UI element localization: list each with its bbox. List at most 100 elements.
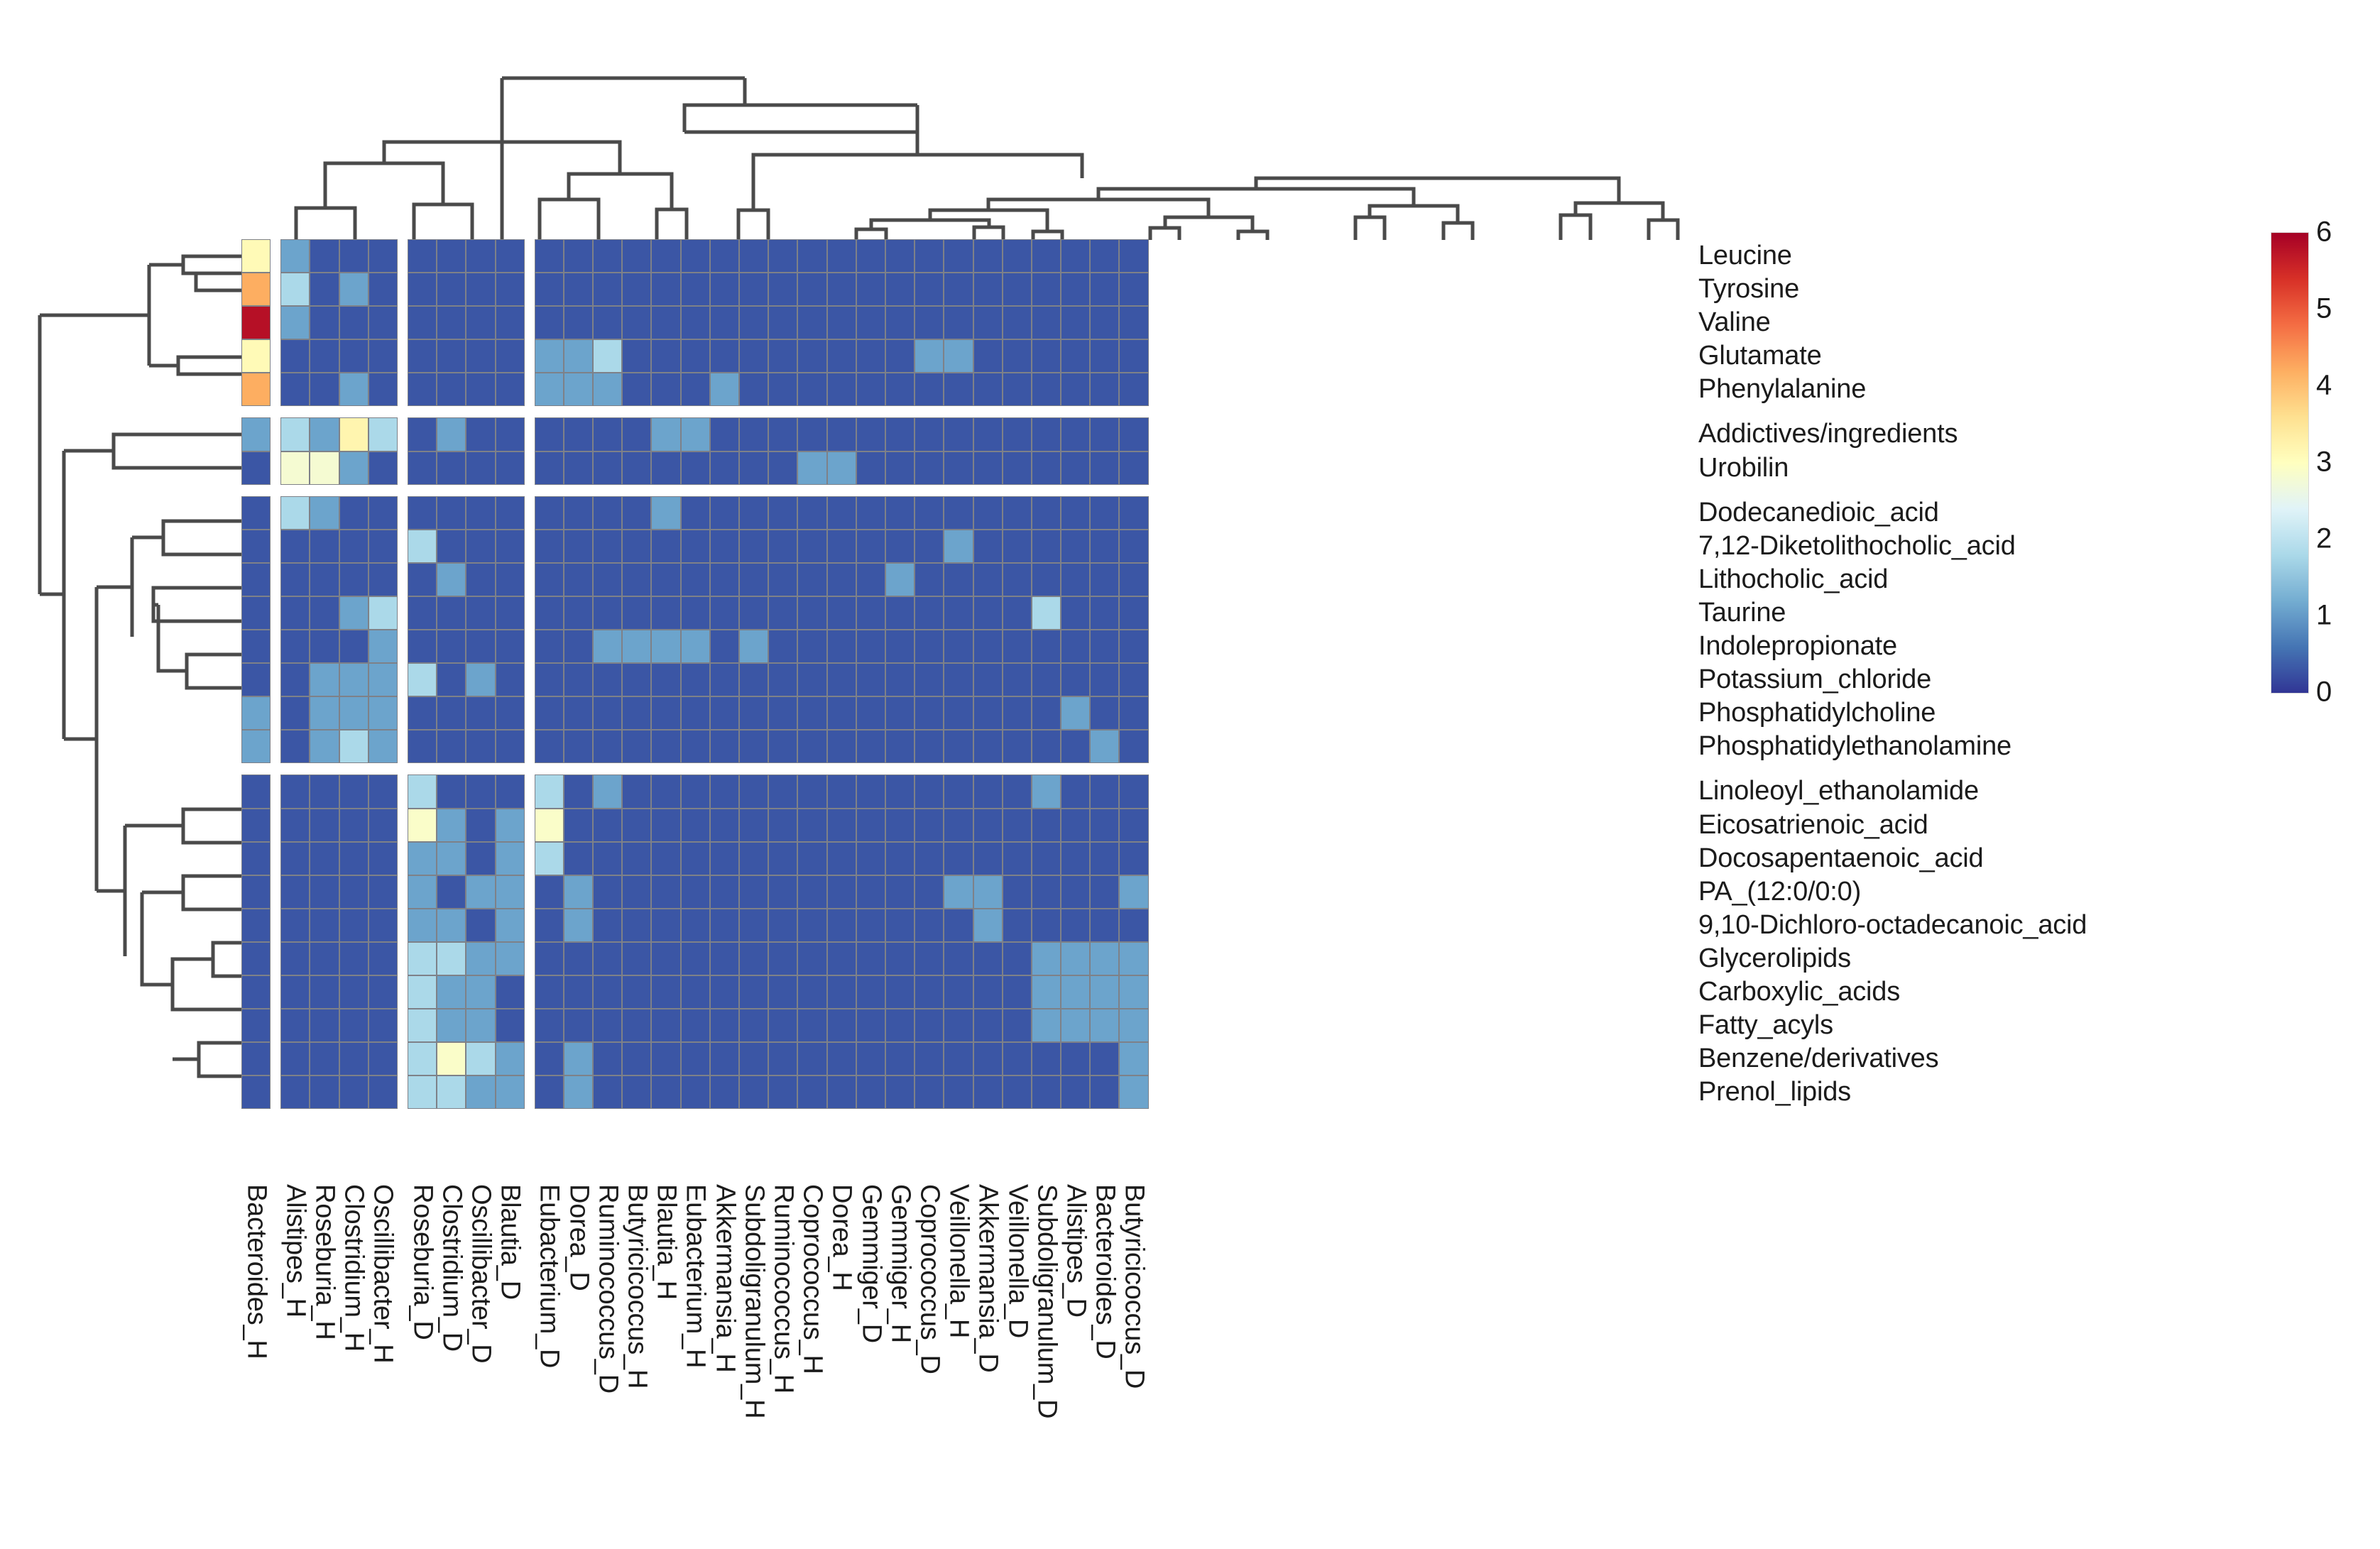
heatmap-cell[interactable] [593,451,623,485]
heatmap-cell[interactable] [1002,239,1032,273]
heatmap-cell[interactable] [915,630,944,664]
heatmap-cell[interactable] [709,841,739,875]
heatmap-cell[interactable] [437,875,466,909]
heatmap-cell[interactable] [973,273,1003,307]
heatmap-cell[interactable] [915,496,944,530]
heatmap-cell[interactable] [885,529,915,563]
heatmap-cell[interactable] [1090,1009,1120,1043]
heatmap-cell[interactable] [1061,596,1091,630]
heatmap-cell[interactable] [339,1075,369,1110]
heatmap-cell[interactable] [563,1042,594,1076]
heatmap-cell[interactable] [1031,1009,1061,1043]
heatmap-cell[interactable] [437,1042,466,1076]
heatmap-cell[interactable] [593,1075,623,1110]
heatmap-cell[interactable] [680,451,710,485]
heatmap-cell[interactable] [1031,1042,1061,1076]
heatmap-cell[interactable] [856,306,885,340]
heatmap-cell[interactable] [280,239,310,273]
heatmap-cell[interactable] [885,1009,915,1043]
heatmap-cell[interactable] [768,730,798,764]
heatmap-cell[interactable] [368,451,398,485]
heatmap-cell[interactable] [241,451,271,485]
heatmap-cell[interactable] [310,841,339,875]
heatmap-cell[interactable] [241,841,271,875]
heatmap-cell[interactable] [885,451,915,485]
heatmap-cell[interactable] [593,273,623,307]
heatmap-cell[interactable] [466,1075,496,1110]
heatmap-cell[interactable] [437,306,466,340]
heatmap-cell[interactable] [1119,730,1149,764]
heatmap-cell[interactable] [407,496,437,530]
heatmap-cell[interactable] [407,663,437,697]
heatmap-cell[interactable] [1002,841,1032,875]
heatmap-cell[interactable] [534,496,564,530]
heatmap-cell[interactable] [680,306,710,340]
heatmap-cell[interactable] [368,630,398,664]
heatmap-cell[interactable] [1061,663,1091,697]
heatmap-cell[interactable] [1119,1009,1149,1043]
heatmap-cell[interactable] [680,975,710,1009]
heatmap-cell[interactable] [466,273,496,307]
heatmap-cell[interactable] [973,808,1003,842]
heatmap-cell[interactable] [1119,306,1149,340]
heatmap-cell[interactable] [944,339,973,373]
heatmap-cell[interactable] [437,1009,466,1043]
heatmap-cell[interactable] [466,1042,496,1076]
heatmap-cell[interactable] [944,596,973,630]
heatmap-cell[interactable] [563,1075,594,1110]
heatmap-cell[interactable] [768,339,798,373]
heatmap-cell[interactable] [466,239,496,273]
heatmap-cell[interactable] [1061,841,1091,875]
heatmap-cell[interactable] [885,841,915,875]
heatmap-cell[interactable] [826,908,856,942]
heatmap-cell[interactable] [280,841,310,875]
heatmap-cell[interactable] [368,529,398,563]
heatmap-cell[interactable] [407,841,437,875]
heatmap-cell[interactable] [826,417,856,451]
heatmap-cell[interactable] [339,373,369,407]
heatmap-cell[interactable] [797,562,827,596]
heatmap-cell[interactable] [856,630,885,664]
heatmap-cell[interactable] [680,239,710,273]
heatmap-cell[interactable] [1119,630,1149,664]
heatmap-cell[interactable] [407,875,437,909]
heatmap-cell[interactable] [368,808,398,842]
heatmap-cell[interactable] [1119,339,1149,373]
heatmap-cell[interactable] [593,373,623,407]
heatmap-cell[interactable] [797,339,827,373]
heatmap-cell[interactable] [885,562,915,596]
heatmap-cell[interactable] [973,841,1003,875]
heatmap-cell[interactable] [368,562,398,596]
heatmap-cell[interactable] [680,808,710,842]
heatmap-cell[interactable] [368,663,398,697]
heatmap-cell[interactable] [1061,496,1091,530]
heatmap-cell[interactable] [407,306,437,340]
heatmap-cell[interactable] [622,975,652,1009]
heatmap-cell[interactable] [768,451,798,485]
heatmap-cell[interactable] [1119,841,1149,875]
heatmap-cell[interactable] [593,941,623,975]
heatmap-cell[interactable] [651,808,681,842]
heatmap-cell[interactable] [593,1042,623,1076]
heatmap-cell[interactable] [1090,306,1120,340]
heatmap-cell[interactable] [1119,1042,1149,1076]
heatmap-cell[interactable] [709,975,739,1009]
heatmap-cell[interactable] [310,306,339,340]
heatmap-cell[interactable] [593,875,623,909]
heatmap-cell[interactable] [944,1009,973,1043]
heatmap-cell[interactable] [310,696,339,730]
heatmap-cell[interactable] [1119,239,1149,273]
heatmap-cell[interactable] [310,451,339,485]
heatmap-cell[interactable] [339,562,369,596]
heatmap-cell[interactable] [622,1075,652,1110]
heatmap-cell[interactable] [797,975,827,1009]
heatmap-cell[interactable] [826,339,856,373]
heatmap-cell[interactable] [241,808,271,842]
heatmap-cell[interactable] [944,562,973,596]
heatmap-cell[interactable] [651,273,681,307]
heatmap-cell[interactable] [1119,875,1149,909]
heatmap-cell[interactable] [651,529,681,563]
heatmap-cell[interactable] [437,774,466,809]
heatmap-cell[interactable] [768,306,798,340]
heatmap-cell[interactable] [915,373,944,407]
